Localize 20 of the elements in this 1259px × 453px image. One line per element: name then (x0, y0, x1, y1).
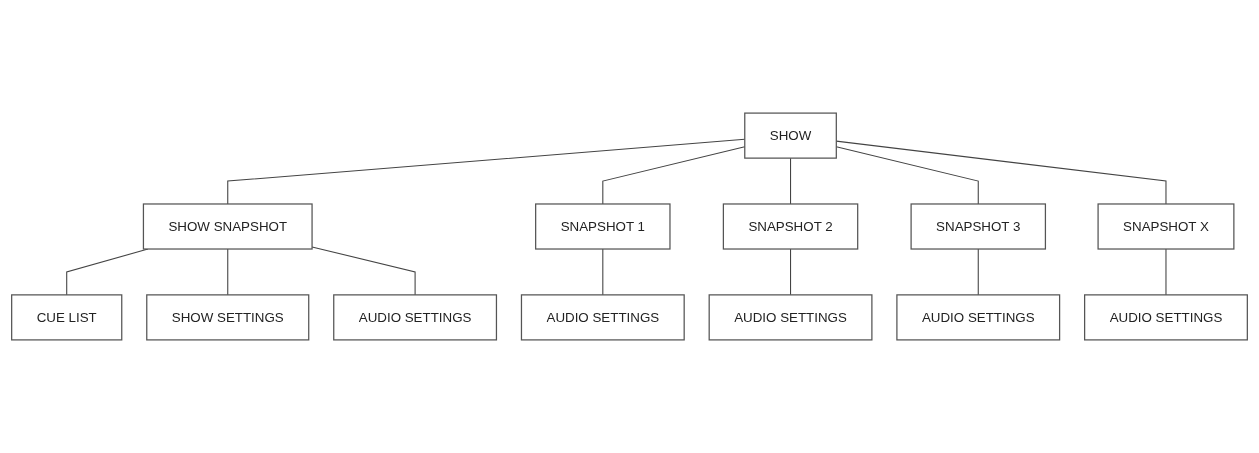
node-box: AUDIO SETTINGS (520, 294, 685, 341)
node-box: AUDIO SETTINGS (896, 294, 1061, 341)
node-box: SNAPSHOT 2 (722, 203, 859, 250)
connector (602, 248, 604, 296)
connector (790, 248, 792, 296)
node-box: SHOW SETTINGS (146, 294, 310, 341)
node-box: SNAPSHOT X (1097, 203, 1235, 250)
node-box: SHOW (744, 112, 837, 159)
node-box: CUE LIST (11, 294, 123, 341)
node-box: SHOW SNAPSHOT (142, 203, 313, 250)
connector (227, 248, 229, 296)
node-box: AUDIO SETTINGS (1084, 294, 1248, 341)
node-box: AUDIO SETTINGS (708, 294, 873, 341)
connector (311, 246, 416, 296)
connector (1165, 248, 1167, 296)
connector (790, 157, 792, 205)
connector (977, 248, 979, 296)
node-box: SNAPSHOT 3 (910, 203, 1047, 250)
node-box: SNAPSHOT 1 (535, 203, 671, 250)
node-box: AUDIO SETTINGS (333, 294, 498, 341)
